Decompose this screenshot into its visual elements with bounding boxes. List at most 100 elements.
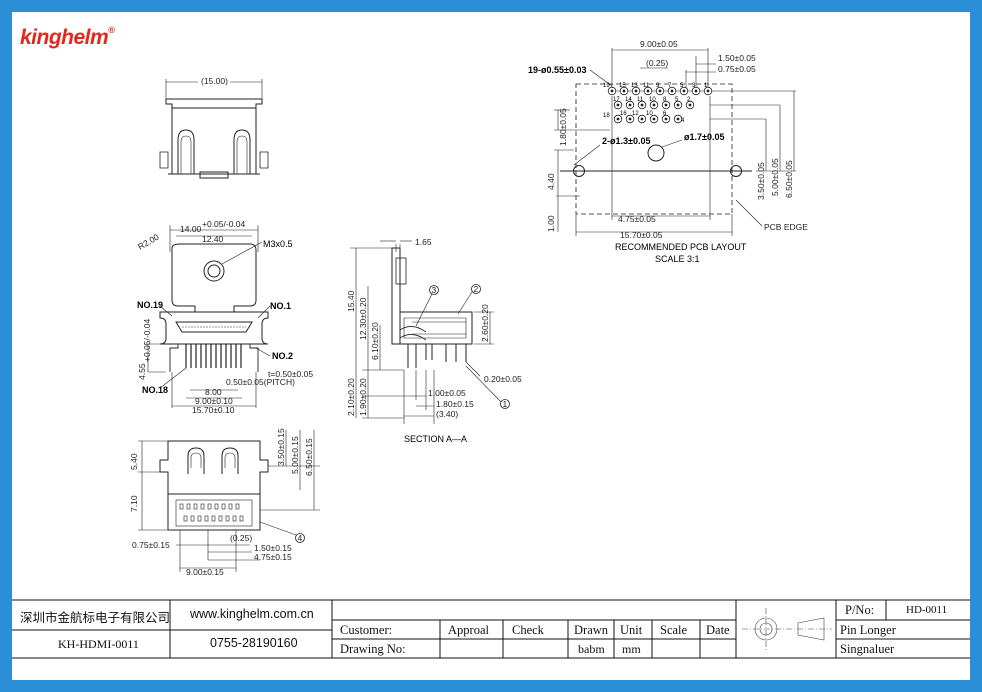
brand-name: kinghelm [20, 26, 109, 49]
section-6-1-dim: 6.10±0.20 [370, 322, 380, 360]
front-inner-width-dim: 12.40 [202, 234, 224, 244]
company-phone: 0755-28190160 [210, 636, 298, 650]
drawn-label: Drawn [574, 623, 609, 637]
pin-num: 13 [631, 83, 638, 89]
front-top-width-dim: 14.00 [180, 224, 202, 234]
pin-num: 12 [632, 111, 639, 117]
scale-label: Scale [660, 623, 688, 637]
section-1-8-dim: 1.80±0.15 [436, 399, 474, 409]
pin-num: 10 [649, 97, 656, 103]
unit-label: Unit [620, 623, 643, 637]
section-view [350, 240, 510, 424]
projection-symbol [742, 608, 832, 652]
pin-num: 14 [625, 97, 632, 103]
top-width-dim: (15.00) [201, 76, 228, 86]
pin-num: 8 [663, 97, 667, 103]
pin-num: 9 [656, 83, 660, 89]
pin-num: 2 [687, 97, 691, 103]
pcb-6-5-dim: 6.50±0.05 [784, 160, 794, 198]
pin-num: 17 [613, 97, 620, 103]
approval-label: Approal [448, 623, 489, 637]
bottom-view [138, 430, 320, 572]
bottom-1-5-dim: 1.50±0.15 [254, 543, 292, 553]
pcb-4-75-dim: 4.75±0.05 [618, 214, 656, 224]
brand-logo: kinghelm® [20, 25, 115, 50]
customer-label: Customer: [340, 623, 393, 637]
pin-num: 1 [704, 83, 708, 89]
front-15-7mm-dim: 15.70±0.10 [192, 405, 235, 415]
pcb-0-75-dim: 0.75±0.05 [718, 64, 756, 74]
section-tag-2: 2 [474, 284, 479, 294]
section-2-6-dim: 2.60±0.20 [480, 304, 490, 342]
bottom-4-75-dim: 4.75±0.15 [254, 552, 292, 562]
pcb-2-holes-label: 2-ø1.3±0.05 [602, 136, 650, 146]
front-view [147, 225, 271, 408]
front-top-width-tol: +0.05/-0.04 [202, 219, 246, 229]
section-1-0-dim: 1.00±0.05 [428, 388, 466, 398]
pin-num: 16 [620, 111, 627, 117]
front-pitch-dim: 0.50±0.05(PITCH) [226, 377, 295, 387]
pin-19-label: NO.19 [137, 300, 163, 310]
bottom-6-5-dim: 6.50±0.15 [304, 438, 314, 476]
drawing-no-label: Drawing No: [340, 642, 406, 656]
pin-num: 11 [637, 97, 644, 103]
section-2-1-dim: 2.10±0.20 [346, 378, 356, 416]
pin-num: 7 [668, 83, 672, 89]
pin-num: 11 [643, 83, 650, 89]
pin-num: 4 [681, 118, 685, 124]
bottom-0-25-dim: (0.25) [230, 533, 252, 543]
front-8mm-dim: 8.00 [205, 387, 222, 397]
pcb-layout-title: RECOMMENDED PCB LAYOUT [615, 242, 747, 252]
pin-num: 5 [680, 83, 684, 89]
section-15-4-dim: 15.40 [346, 290, 356, 312]
company-name: 深圳市金航标电子有限公司 [20, 611, 171, 625]
pcb-19-holes-label: 19-ø0.55±0.03 [528, 65, 586, 75]
pin-num: 15 [619, 83, 626, 89]
title-block-frame [12, 599, 970, 659]
pin-num: 19 [603, 83, 610, 89]
pcb-1-5-dim: 1.50±0.05 [718, 53, 756, 63]
pin-num: 5 [675, 97, 679, 103]
section-0-2-dim: 0.20±0.05 [484, 374, 522, 384]
section-1-65-dim: 1.65 [415, 237, 432, 247]
pcb-3-5-dim: 3.50±0.05 [756, 162, 766, 200]
section-3-4-dim: (3.40) [436, 409, 458, 419]
front-9mm-dim: 9.00±0.10 [195, 396, 233, 406]
bottom-3-5-dim: 3.50±0.15 [276, 428, 286, 466]
part-number: KH-HDMI-0011 [58, 637, 139, 651]
section-1-9-dim: 1.90±0.20 [358, 378, 368, 416]
pin-num: 10 [646, 111, 653, 117]
bottom-7-1-dim: 7.10 [129, 495, 139, 512]
pcb-pin-numbers: 19 15 13 11 9 7 5 3 1 17 14 11 10 8 5 2 … [603, 83, 708, 124]
pcb-1-8-dim: 1.80±0.05 [558, 108, 568, 146]
bottom-0-75-dim: 0.75±0.15 [132, 540, 170, 550]
unit-value: mm [622, 642, 641, 656]
pcb-15-7-dim: 15.70±0.05 [620, 230, 663, 240]
pcb-9-0-dim: 9.00±0.05 [640, 39, 678, 49]
front-thickness-dim: t=0.50±0.05 [268, 369, 313, 379]
pn-label: P/No: [845, 603, 875, 617]
pin-1-label: NO.1 [270, 301, 291, 311]
pin-2-label: NO.2 [272, 351, 293, 361]
date-label: Date [706, 623, 730, 637]
pcb-5-0-dim: 5.00±0.05 [770, 158, 780, 196]
section-tag-1: 1 [503, 399, 508, 409]
pn-value: HD-0011 [906, 604, 948, 616]
bottom-tag-4: 4 [298, 533, 303, 543]
pcb-1-0-dim: 1.00 [546, 215, 556, 232]
pcb-layout-scale: SCALE 3:1 [655, 254, 700, 264]
front-screw-label: M3x0.5 [263, 239, 293, 249]
pin-num: 3 [692, 83, 696, 89]
company-website[interactable]: www.kinghelm.com.cn [190, 607, 314, 621]
section-tag-3: 3 [432, 285, 437, 295]
pin-18-label: NO.18 [142, 385, 168, 395]
section-title: SECTION A—A [404, 434, 467, 444]
bottom-9-0-dim: 9.00±0.15 [186, 567, 224, 577]
signaluer-label: Singnaluer [840, 642, 895, 656]
check-label: Check [512, 623, 544, 637]
bottom-5-0-dim: 5.00±0.15 [290, 436, 300, 474]
pcb-4-4-dim: 4.40 [546, 173, 556, 190]
pcb-0-25-dim: (0.25) [646, 58, 668, 68]
front-height-dim: 4.55 [137, 363, 147, 380]
